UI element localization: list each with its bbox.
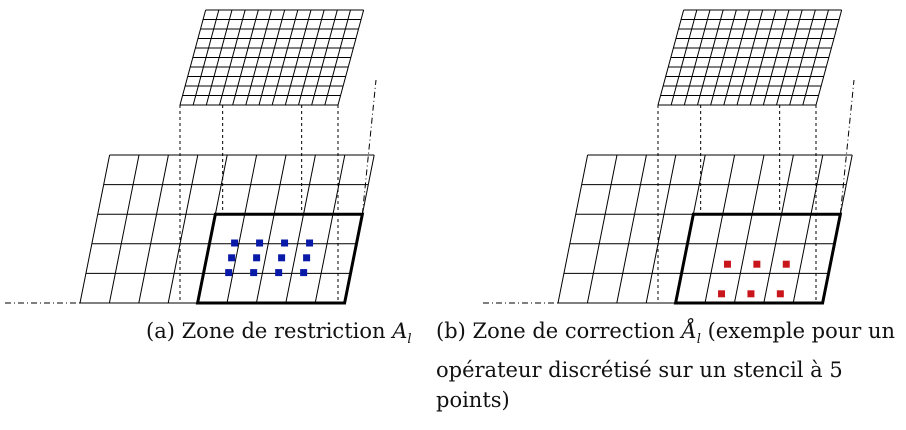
- grid-point-marker: [753, 260, 761, 268]
- grid-point-marker: [776, 290, 784, 298]
- grid-point-marker: [281, 239, 289, 247]
- caption-b-suffix: (exemple pour un opérateur discrétisé su…: [436, 319, 896, 413]
- caption-b-prefix: (b) Zone de correction: [436, 319, 682, 343]
- figure-diagram: [5, 9, 855, 305]
- coarse-grid-col: [792, 154, 824, 304]
- grid-point-marker: [250, 269, 258, 277]
- coarse-grid-col: [314, 154, 346, 304]
- coarse-grid-col: [226, 154, 258, 304]
- caption-b-symbol: Ål: [681, 319, 701, 348]
- coarse-grid-col: [79, 154, 111, 304]
- grid-point-marker: [723, 260, 731, 268]
- grid-point-marker: [300, 269, 308, 277]
- coarse-grid-col: [586, 154, 618, 304]
- coarse-grid-col: [285, 154, 316, 304]
- axis-dashdot: [361, 79, 377, 215]
- grid-point-marker: [718, 290, 726, 298]
- caption-a: (a) Zone de restriction Al: [146, 316, 446, 355]
- axis-dashdot: [839, 79, 855, 215]
- coarse-grid-col: [704, 154, 736, 304]
- coarse-grid-col: [645, 154, 677, 304]
- caption-b: (b) Zone de correction Ål (exemple pour …: [436, 316, 904, 415]
- coarse-grid-col: [167, 154, 199, 304]
- grid-point-marker: [278, 254, 286, 262]
- grid-point-marker: [225, 269, 233, 277]
- caption-a-symbol: Al: [392, 319, 412, 348]
- grid-point-marker: [253, 254, 261, 262]
- grid-point-marker: [231, 239, 239, 247]
- grid-point-marker: [228, 254, 236, 262]
- panel-b-correction-diagram: [483, 9, 855, 305]
- panel-a-restriction-diagram: [5, 9, 377, 305]
- coarse-grid-col: [733, 154, 765, 304]
- caption-a-prefix: (a) Zone de restriction: [146, 319, 393, 343]
- coarse-grid-col: [255, 154, 287, 304]
- grid-point-marker: [782, 260, 790, 268]
- grid-point-marker: [306, 239, 314, 247]
- grid-point-marker: [747, 290, 755, 298]
- grid-point-marker: [256, 239, 264, 247]
- coarse-grid-col: [557, 154, 589, 304]
- coarse-grid-col: [138, 154, 169, 304]
- grid-point-marker: [275, 269, 283, 277]
- grid-point-marker: [303, 254, 311, 262]
- coarse-grid-col: [108, 154, 140, 304]
- coarse-grid-col: [763, 154, 794, 304]
- coarse-grid-col: [616, 154, 647, 304]
